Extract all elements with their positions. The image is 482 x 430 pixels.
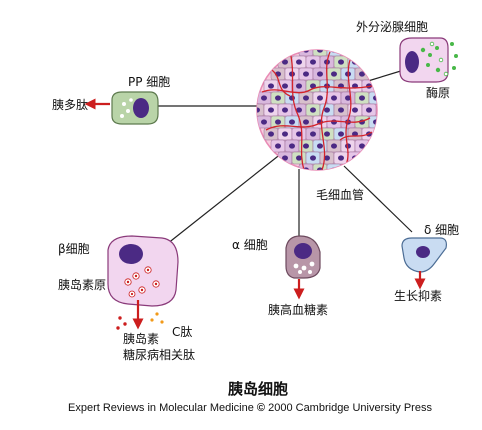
islet-cell-nucleus [331, 119, 337, 125]
islet-cell-nucleus [359, 95, 365, 101]
islet-cell-nucleus [352, 107, 358, 113]
islet-cell-nucleus [331, 71, 337, 77]
credit-publisher: 2000 Cambridge University Press [268, 402, 432, 414]
islet-cell-nucleus [317, 95, 323, 101]
capillary-label: 毛细血管 [316, 188, 365, 202]
islet-cell-nucleus [303, 143, 309, 149]
islet-cell-nucleus [296, 131, 302, 137]
islet-cell-nucleus [338, 131, 344, 137]
beta-cell [107, 235, 179, 330]
islet-cell-nucleus [289, 119, 295, 125]
islet-cell-nucleus [338, 59, 344, 65]
line-to-beta-cell [166, 152, 283, 245]
line-to-delta-cell [343, 165, 413, 233]
c-peptide-label: C肽 [172, 325, 193, 339]
pp-cell-label: PP 细胞 [128, 75, 171, 89]
islet-cell-nucleus [296, 107, 302, 113]
islet-cell-nucleus [345, 95, 351, 101]
islet-cell-nucleus [331, 143, 337, 149]
islet-cell-nucleus [261, 119, 267, 125]
islet-cell-nucleus [331, 95, 337, 101]
line-to-exocrine-cell [367, 69, 405, 82]
islet-cell-nucleus [275, 143, 281, 149]
beta-cell-label: β细胞 [58, 242, 90, 256]
delta-cell [401, 237, 447, 290]
exocrine-cell-label: 外分泌腺细胞 [356, 20, 429, 34]
alpha-nucleus [294, 243, 312, 259]
c-peptide-dots [150, 312, 164, 324]
islet-cell-nucleus [324, 131, 330, 137]
islet-cell-nucleus [257, 107, 260, 113]
islet-cell-nucleus [310, 131, 316, 137]
islet-cell-nucleus [317, 143, 323, 149]
islet-cell-nucleus [275, 95, 281, 101]
page-title: 胰岛细胞 [228, 380, 289, 398]
connector-lines [157, 69, 413, 245]
islet-cell-nucleus [275, 119, 281, 125]
copyright-symbol: © [256, 402, 266, 414]
zymogen-granules [420, 42, 458, 73]
islet-cell-nucleus [303, 95, 309, 101]
islet-cell-nucleus [359, 143, 365, 149]
islet-cell [326, 163, 342, 170]
islet-cell-cluster [257, 50, 377, 170]
islet-cell-nucleus [282, 107, 288, 113]
islet-cell-nucleus [352, 59, 358, 65]
islet-cell-nucleus [261, 95, 267, 101]
somatostatin-label: 生长抑素 [394, 289, 443, 303]
islet-cell-nucleus [366, 107, 372, 113]
islet-cell-nucleus [317, 71, 323, 77]
islet-cell [347, 151, 363, 165]
alpha-cell [285, 235, 321, 300]
islet-cell [312, 50, 328, 57]
insulin-label: 胰岛素 [123, 332, 160, 346]
islet-cell-nucleus [268, 83, 274, 89]
islet-cell-nucleus [282, 59, 288, 65]
proinsulin-label: 胰岛素原 [58, 278, 107, 292]
islet-cell [298, 50, 314, 57]
delta-nucleus [416, 246, 430, 258]
islet-cell-nucleus [296, 59, 302, 65]
credit-journal: Expert Reviews in Molecular Medicine [68, 402, 254, 414]
zymogen-label: 酶原 [426, 86, 451, 100]
islet-cell-nucleus [338, 107, 344, 113]
islet-cell-nucleus [303, 71, 309, 77]
islet-cell-nucleus [268, 131, 274, 137]
delta-cell-label: δ 细胞 [424, 223, 460, 237]
islet-cell-nucleus [310, 107, 316, 113]
islet-cell-nucleus [296, 155, 302, 161]
islet-cell-nucleus [289, 143, 295, 149]
beta-nucleus [119, 244, 143, 264]
islet-capillaries [261, 51, 373, 170]
islet-cell-nucleus [338, 155, 344, 161]
islet-cell-nucleus [310, 155, 316, 161]
islet-cell [298, 163, 314, 170]
amylin-label: 糖尿病相关肽 [123, 348, 196, 362]
islet [256, 49, 378, 171]
islet-cell-nucleus [310, 59, 316, 65]
islet-cell-nucleus [296, 83, 302, 89]
islet-cell-nucleus [282, 131, 288, 137]
islet-cell-nucleus [352, 131, 358, 137]
alpha-cell-label: α 细胞 [232, 238, 268, 252]
islet-cell-nucleus [303, 119, 309, 125]
islet-cell-nucleus [324, 155, 330, 161]
islet-cell-nucleus [324, 107, 330, 113]
islet-cell-nucleus [282, 155, 288, 161]
exocrine-nucleus [405, 51, 419, 73]
credit-line: Expert Reviews in Molecular Medicine © 2… [68, 402, 432, 414]
islet-cell-nucleus [282, 83, 288, 89]
insulin-granules [124, 266, 160, 298]
insulin-dots [116, 316, 127, 330]
pp-nucleus [133, 98, 149, 118]
islet-cell-nucleus [359, 71, 365, 77]
pp-cell [84, 91, 159, 125]
exocrine-cell [399, 37, 458, 83]
glucagon-label: 胰高血糖素 [268, 303, 329, 317]
islet-cell-nucleus [352, 155, 358, 161]
islet-cell-nucleus [268, 107, 274, 113]
pancreatic-polypeptide-label: 胰多肽 [52, 98, 89, 112]
islet-cell-nucleus [310, 83, 316, 89]
